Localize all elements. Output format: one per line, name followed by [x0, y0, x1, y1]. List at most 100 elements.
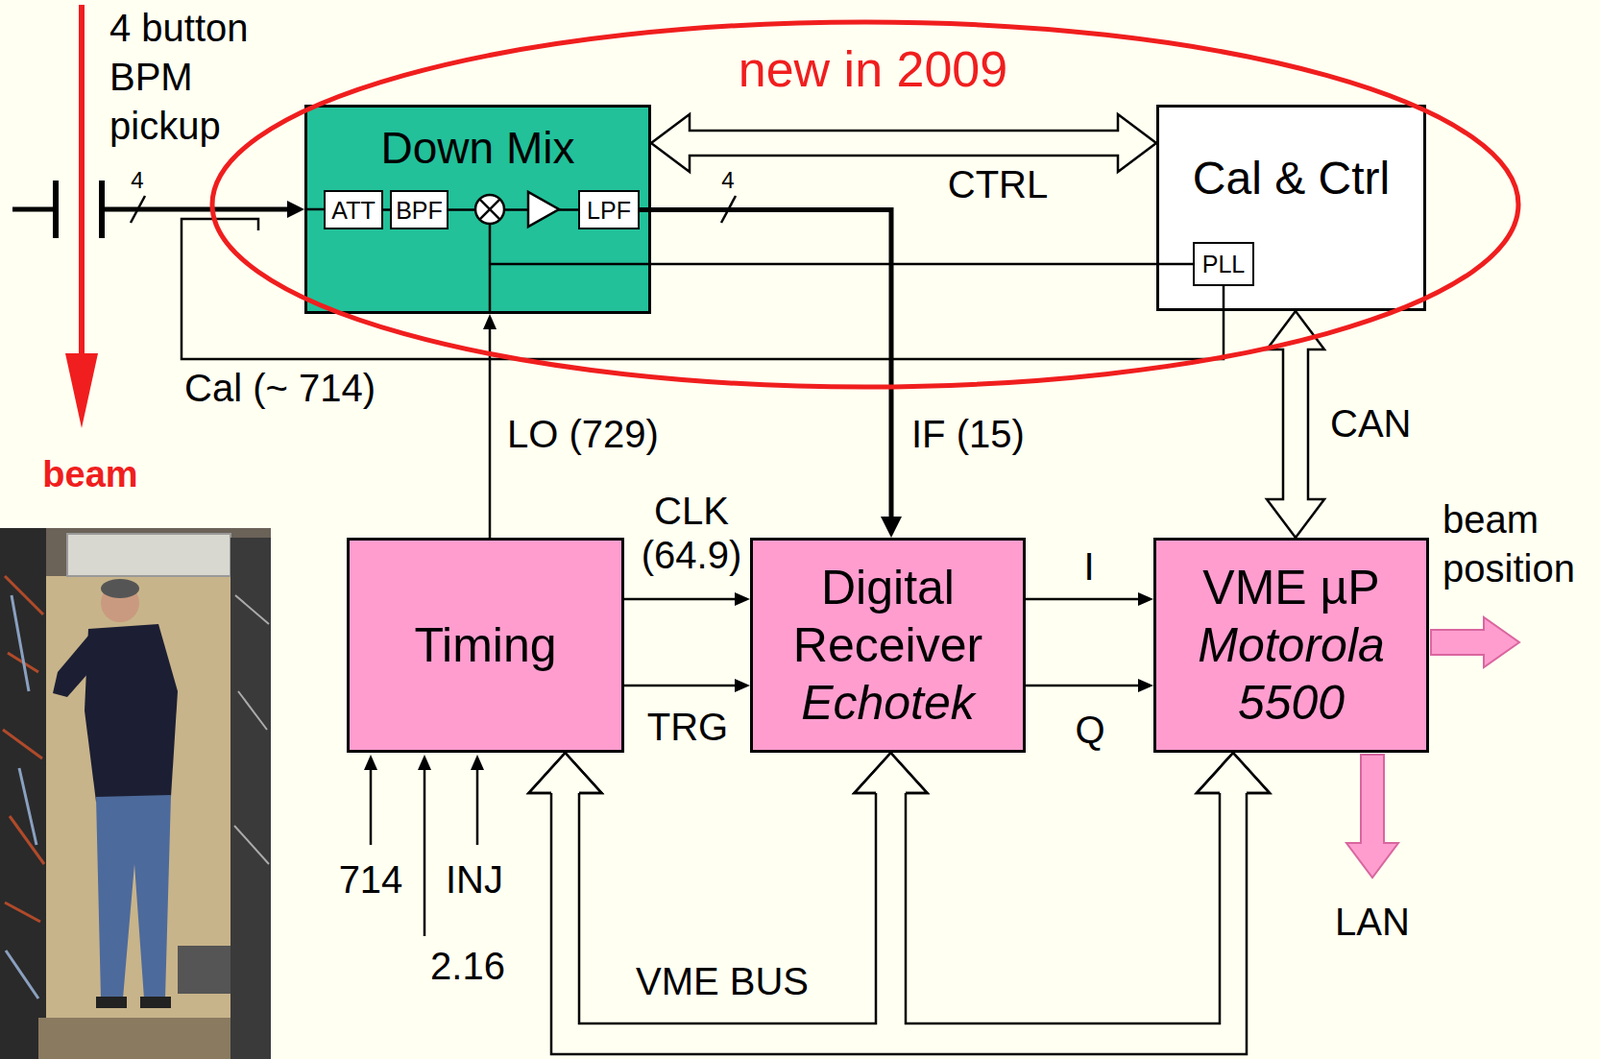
- box-label: PLL: [1202, 249, 1245, 279]
- photo: [140, 996, 171, 1009]
- signal-connector: [529, 752, 928, 1024]
- signal-connector: [624, 592, 751, 607]
- annotation-label: beam position: [1442, 495, 1595, 594]
- bus-arrowhead: [1196, 752, 1270, 794]
- photo: [0, 528, 271, 1059]
- bus-arrowhead: [529, 752, 603, 794]
- vme-processor-box: VME µPMotorola 5500: [1153, 537, 1430, 753]
- box-label: BPF: [395, 195, 443, 225]
- signal-line: [651, 263, 1193, 267]
- arrowhead: [1138, 592, 1154, 607]
- signal-label: IF (15): [911, 412, 1025, 457]
- wire: [489, 263, 651, 267]
- photo: [96, 795, 171, 999]
- annotation-label: 4: [721, 168, 734, 194]
- box-label: Cal & Ctrl: [1192, 151, 1390, 206]
- output-arrow: [1430, 617, 1520, 668]
- photo: [100, 579, 140, 599]
- annotation-label: 4: [130, 168, 144, 194]
- signal-label: LO (729): [507, 412, 659, 457]
- bus-line: [579, 793, 876, 1024]
- input-arrow: [363, 754, 378, 771]
- lowpass-filter-box: LPF: [578, 190, 640, 230]
- annotation-label: 4 button BPM pickup: [109, 3, 273, 151]
- bus-line: [905, 793, 1220, 1024]
- signal-label: CAN: [1330, 401, 1411, 446]
- signal-line: [1025, 598, 1140, 602]
- box-label: Timing: [413, 616, 557, 675]
- box-label: VME µP: [1202, 558, 1380, 617]
- signal-connector: [1025, 592, 1154, 607]
- bus-arrowhead: [529, 752, 603, 794]
- signal-label: I: [1083, 544, 1094, 589]
- annotation-label: beam: [42, 453, 138, 496]
- signal-line: [383, 208, 390, 212]
- box-label: LPF: [586, 195, 631, 225]
- bpm-pickup-symbol: [12, 207, 56, 213]
- input-arrow: [369, 768, 373, 846]
- box-label: Echotek: [800, 674, 975, 732]
- input-arrow: [476, 768, 480, 846]
- photo: [67, 533, 231, 577]
- signal-label: VME BUS: [635, 959, 809, 1004]
- box-label: Digital Receiver: [762, 558, 1014, 675]
- signal-line: [624, 598, 736, 602]
- wire: [488, 223, 492, 314]
- signal-connector: [624, 678, 751, 693]
- photo: [2, 576, 45, 922]
- bus-arrowhead: [854, 752, 928, 794]
- signal-label: CLK (64.9): [634, 488, 749, 578]
- photo: [52, 635, 97, 698]
- beam-arrow: [78, 4, 85, 358]
- box-label: ATT: [331, 195, 375, 225]
- signal-connector: [529, 752, 1271, 1055]
- signal-connector: [651, 114, 1157, 172]
- photo: [38, 1018, 231, 1059]
- attenuator-box: ATT: [323, 190, 384, 230]
- output-arrow: [1346, 754, 1399, 878]
- photo: [177, 945, 231, 994]
- signal-connector: [1025, 678, 1154, 693]
- input-arrow: [423, 768, 427, 937]
- signal-connector: [639, 210, 902, 539]
- photo: [0, 528, 47, 1059]
- bus-slash: [721, 195, 736, 223]
- bpm-pickup-symbol: [12, 180, 305, 239]
- beam-arrow: [65, 4, 98, 429]
- timing-box: Timing: [346, 537, 625, 753]
- input-arrow: [417, 754, 432, 771]
- bandpass-filter-box: BPF: [389, 190, 449, 230]
- photo: [38, 576, 231, 1038]
- photo: [96, 996, 127, 1009]
- signal-label: Q: [1074, 707, 1105, 752]
- photo: [0, 528, 271, 1059]
- beam-arrow: [65, 353, 98, 429]
- signal-line: [1025, 684, 1140, 688]
- pll-box: PLL: [1192, 242, 1255, 287]
- signal-connector: [854, 752, 1271, 1024]
- highlight-ellipse: [212, 22, 1519, 388]
- arrowhead: [483, 314, 497, 330]
- digital-receiver-box: Digital ReceiverEchotek: [750, 537, 1026, 753]
- bus-slash: [130, 195, 146, 223]
- mixer-symbol: [479, 198, 500, 219]
- wire: [304, 208, 324, 212]
- signal-line: [624, 684, 736, 688]
- arrowhead: [880, 516, 902, 538]
- signal-connector: [383, 209, 390, 211]
- bpm-pickup-symbol: [287, 200, 305, 219]
- input-arrow: [470, 754, 485, 771]
- input-arrow: [363, 754, 485, 937]
- signal-label: CTRL: [947, 162, 1048, 207]
- annotation-label: new in 2009: [738, 40, 1008, 98]
- bus-arrowhead: [854, 752, 928, 794]
- photo: [5, 595, 39, 999]
- signal-line: [639, 210, 892, 519]
- signal-label: TRG: [647, 704, 728, 750]
- signal-connector: [483, 314, 497, 538]
- box-label: Motorola 5500: [1165, 616, 1417, 732]
- photo: [230, 537, 271, 1059]
- bus-line: [551, 793, 1247, 1055]
- signal-connector: [651, 264, 1193, 266]
- arrowhead: [734, 678, 751, 693]
